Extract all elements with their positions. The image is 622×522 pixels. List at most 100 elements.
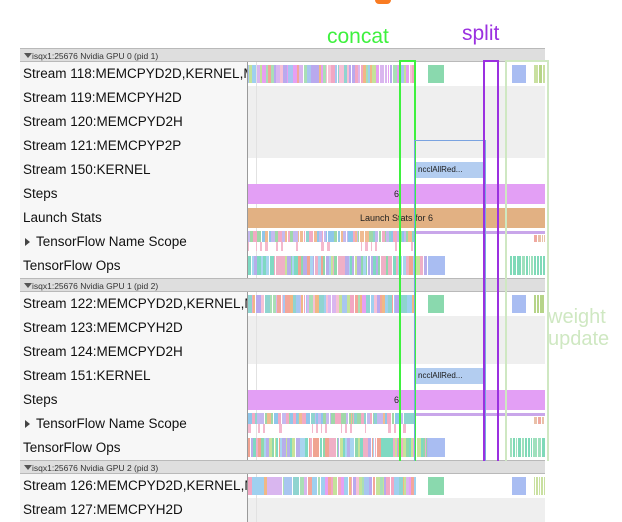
trace-segment [539,477,540,495]
concat-activity-bar[interactable] [428,477,444,495]
trace-segment [518,438,521,457]
trace-lane[interactable] [248,292,545,316]
chevron-right-icon[interactable] [25,238,30,246]
trace-row-label[interactable]: Stream 151:KERNEL [20,364,248,388]
trace-row: Stream 127:MEMCPYH2D [20,498,545,522]
ops-split-bar[interactable] [428,438,445,457]
name-scope-bar[interactable] [248,413,416,424]
trace-row-label[interactable]: Stream 118:MEMCPYD2D,KERNEL,ME [20,62,248,86]
trace-segment [310,438,312,457]
chevron-down-icon[interactable] [24,465,32,470]
trace-row-label[interactable]: TensorFlow Name Scope [20,230,248,254]
name-scope-subbar[interactable] [248,242,416,251]
trace-lane[interactable] [248,498,545,522]
kernel-activity-bar[interactable] [248,65,416,83]
ops-split-bar[interactable] [428,256,445,275]
trace-lane[interactable]: ncclAllRed... [248,158,545,182]
trace-lane[interactable] [248,340,545,364]
ops-weight-update-bar[interactable] [510,438,545,457]
trace-lane[interactable] [248,254,545,278]
trace-lane[interactable] [248,110,545,134]
group-header-gpu-1[interactable]: isqx1:25676 Nvidia GPU 1 (pid 2) [20,278,545,292]
trace-row-label[interactable]: TensorFlow Ops [20,254,248,278]
tensorflow-ops-bar[interactable] [248,256,428,275]
trace-lane[interactable] [248,86,545,110]
trace-segment [334,256,337,275]
name-scope-tail-bar[interactable] [534,235,545,242]
trace-segment [381,438,383,457]
trace-segment [269,438,272,457]
trace-row-label[interactable]: Stream 126:MEMCPYD2D,KERNEL,MI [20,474,248,498]
split-activity-bar[interactable] [512,65,526,83]
trace-segment [387,413,391,424]
concat-activity-bar[interactable] [428,295,444,313]
trace-row-label[interactable]: Stream 119:MEMCPYH2D [20,86,248,110]
trace-segment [345,438,347,457]
trace-lane[interactable]: 6 [248,182,545,206]
trace-row-label[interactable]: Stream 127:MEMCPYH2D [20,498,248,522]
kernel-activity-bar[interactable] [248,295,416,313]
trace-row-label[interactable]: Stream 124:MEMCPYD2H [20,340,248,364]
trace-segment [293,231,296,242]
trace-row-label[interactable]: TensorFlow Ops [20,436,248,460]
weight-update-activity-bar[interactable] [534,65,545,83]
trace-segment [357,231,358,242]
trace-segment [351,242,353,251]
trace-segment [341,424,342,433]
time-gridline [256,134,257,158]
name-scope-subbar[interactable] [248,424,416,433]
trace-lane[interactable] [248,230,545,254]
trace-row-label[interactable]: Stream 150:KERNEL [20,158,248,182]
trace-row-label[interactable]: Stream 122:MEMCPYD2D,KERNEL,MI [20,292,248,316]
trace-segment [373,438,374,457]
step-bar[interactable]: 6 [248,390,545,410]
chevron-right-icon[interactable] [25,420,30,428]
group-header-gpu-0[interactable]: isqx1:25676 Nvidia GPU 0 (pid 1) [20,48,545,62]
launch-stats-bar[interactable]: Launch Stats for 6 [248,208,545,228]
trace-row-label[interactable]: Steps [20,388,248,412]
trace-lane[interactable] [248,134,545,158]
trace-lane[interactable] [248,62,545,86]
trace-row-label[interactable]: Stream 121:MEMCPYP2P [20,134,248,158]
trace-segment [249,65,252,83]
tensorflow-ops-bar[interactable] [248,438,428,457]
trace-segment [538,235,541,242]
trace-lane[interactable] [248,316,545,340]
ops-weight-update-bar[interactable] [510,256,545,275]
trace-lane[interactable]: Launch Stats for 6 [248,206,545,230]
split-activity-bar[interactable] [512,295,526,313]
trace-segment [326,295,328,313]
trace-segment [248,231,250,242]
trace-segment [346,413,348,424]
trace-row-label[interactable]: Launch Stats [20,206,248,230]
trace-lane[interactable] [248,474,545,498]
trace-segment [385,413,387,424]
name-scope-bar[interactable] [248,231,416,242]
weight-update-activity-bar[interactable] [534,477,545,495]
trace-segment [377,295,380,313]
trace-row-label[interactable]: Stream 120:MEMCPYD2H [20,110,248,134]
trace-segment [395,413,399,424]
trace-lane[interactable]: 6 [248,388,545,412]
trace-lane[interactable]: ncclAllRed... [248,364,545,388]
chevron-down-icon[interactable] [24,283,32,288]
step-bar[interactable]: 6 [248,184,545,204]
trace-row-label[interactable]: Stream 123:MEMCPYH2D [20,316,248,340]
chevron-down-icon[interactable] [24,53,32,58]
trace-segment [517,256,521,275]
nccl-allreduce-bar[interactable]: ncclAllRed... [415,368,483,384]
kernel-activity-bar[interactable] [248,477,416,495]
trace-row-label[interactable]: TensorFlow Name Scope [20,412,248,436]
name-scope-tail-bar[interactable] [534,417,545,424]
trace-lane[interactable] [248,436,545,460]
split-activity-bar[interactable] [512,477,526,495]
nccl-allreduce-bar[interactable]: ncclAllRed... [415,162,483,178]
group-header-gpu-2[interactable]: isqx1:25676 Nvidia GPU 2 (pid 3) [20,460,545,474]
trace-segment [248,242,249,251]
concat-activity-bar[interactable] [428,65,444,83]
weight-update-activity-bar[interactable] [534,295,545,313]
trace-lane[interactable] [248,412,545,436]
trace-row-label[interactable]: Steps [20,182,248,206]
trace-segment [292,438,295,457]
trace-segment [333,438,336,457]
